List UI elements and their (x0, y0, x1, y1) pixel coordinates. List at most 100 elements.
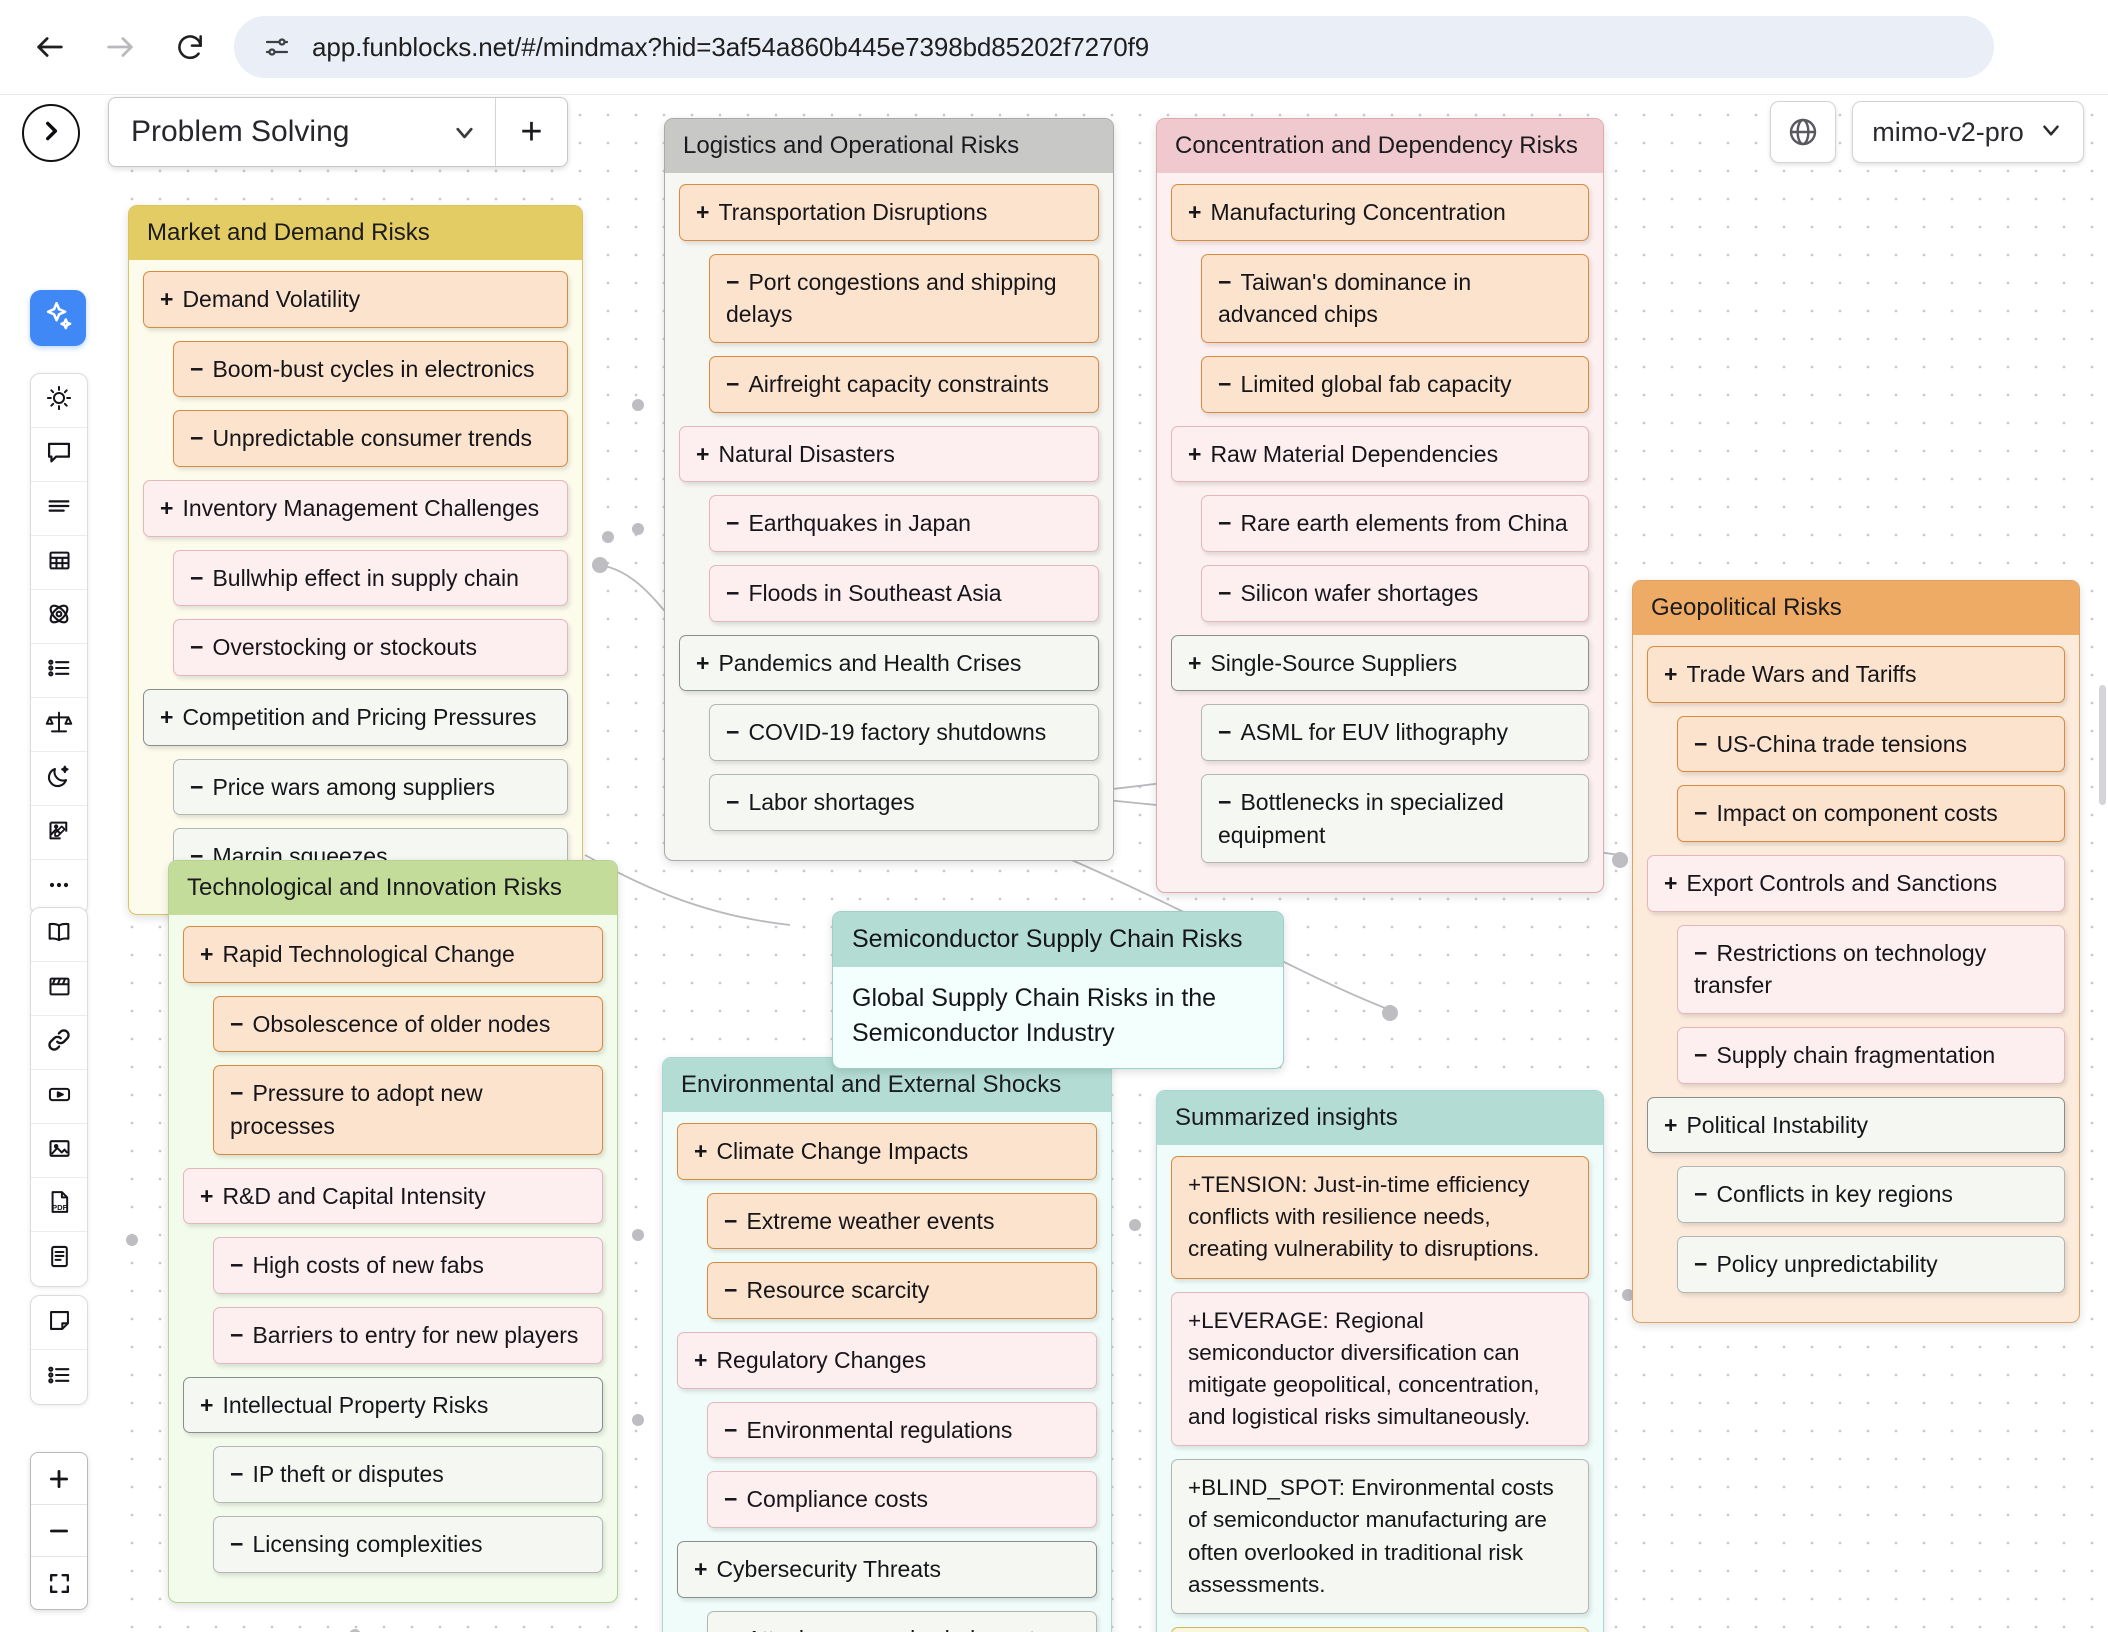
expand-icon[interactable]: + (1188, 196, 1201, 229)
mindmap-node[interactable]: −Floods in Southeast Asia (709, 565, 1099, 622)
sidebar-item-sticky-note[interactable] (31, 1296, 87, 1350)
mindmap-node[interactable]: −Rare earth elements from China (1201, 495, 1589, 552)
sidebar-item-book[interactable] (31, 908, 87, 962)
mindmap-node[interactable]: +Natural Disasters (679, 426, 1099, 483)
zoom-out-button[interactable] (31, 1505, 87, 1557)
expand-icon[interactable]: + (160, 492, 173, 525)
document-picker[interactable]: Problem Solving + (108, 97, 568, 167)
sidebar-item-more[interactable] (31, 860, 87, 914)
mindmap-node[interactable]: +Pandemics and Health Crises (679, 635, 1099, 692)
collapse-icon[interactable]: − (1218, 368, 1231, 401)
collapse-icon[interactable]: − (190, 631, 203, 664)
sidebar-item-atom[interactable] (31, 590, 87, 644)
expand-icon[interactable]: + (694, 1135, 707, 1168)
mindmap-node[interactable]: −IP theft or disputes (213, 1446, 603, 1503)
card-summarized-insights[interactable]: Summarized insights +TENSION: Just-in-ti… (1156, 1090, 1604, 1632)
mindmap-node[interactable]: −Environmental regulations (707, 1402, 1097, 1459)
collapse-icon[interactable]: − (1218, 507, 1231, 540)
expand-icon[interactable]: + (200, 938, 213, 971)
mindmap-node[interactable]: +Export Controls and Sanctions (1647, 855, 2065, 912)
center-node-semiconductor-supply-chain-risks[interactable]: Semiconductor Supply Chain Risks Global … (832, 911, 1284, 1069)
address-bar[interactable]: app.funblocks.net/#/mindmax?hid=3af54a86… (234, 16, 1994, 78)
document-title[interactable]: Problem Solving (109, 98, 433, 166)
sidebar-item-bullet-list[interactable] (31, 644, 87, 698)
mindmap-node[interactable]: −Bullwhip effect in supply chain (173, 550, 568, 607)
mindmap-node[interactable]: −Taiwan's dominance in advanced chips (1201, 254, 1589, 343)
mindmap-node[interactable]: −Earthquakes in Japan (709, 495, 1099, 552)
collapse-icon[interactable]: − (726, 507, 739, 540)
mindmap-node[interactable]: −Restrictions on technology transfer (1677, 925, 2065, 1014)
mindmap-node[interactable]: +Political Instability (1647, 1097, 2065, 1154)
sidebar-item-image-edit[interactable] (31, 806, 87, 860)
sidebar-item-video-play[interactable] (31, 1070, 87, 1124)
collapse-icon[interactable]: − (230, 1077, 243, 1110)
expand-icon[interactable]: + (696, 196, 709, 229)
forward-arrow-icon[interactable] (94, 21, 146, 73)
mindmap-node[interactable]: +Trade Wars and Tariffs (1647, 646, 2065, 703)
collapse-icon[interactable]: − (1694, 1039, 1707, 1072)
sidebar-item-dream[interactable] (31, 752, 87, 806)
mindmap-node[interactable]: −Boom-bust cycles in electronics (173, 341, 568, 398)
collapse-icon[interactable]: − (190, 771, 203, 804)
expand-icon[interactable]: + (160, 701, 173, 734)
collapse-icon[interactable]: − (1694, 1178, 1707, 1211)
sidebar-item-table[interactable] (31, 536, 87, 590)
mindmap-node[interactable]: +Intellectual Property Risks (183, 1377, 603, 1434)
expand-icon[interactable]: + (694, 1344, 707, 1377)
expand-icon[interactable]: + (160, 283, 173, 316)
zoom-in-button[interactable] (31, 1453, 87, 1505)
collapse-icon[interactable]: − (726, 266, 739, 299)
insight-item[interactable]: +LEVERAGE: Regional semiconductor divers… (1171, 1292, 1589, 1447)
mindmap-node[interactable]: −Airfreight capacity constraints (709, 356, 1099, 413)
mindmap-node[interactable]: −US-China trade tensions (1677, 716, 2065, 773)
expand-icon[interactable]: + (1188, 1308, 1201, 1333)
back-arrow-icon[interactable] (24, 21, 76, 73)
card-technological-and-innovation-risks[interactable]: Technological and Innovation Risks +Rapi… (168, 860, 618, 1603)
collapse-icon[interactable]: − (1218, 266, 1231, 299)
insight-item[interactable]: +PREDICTION: Geopolitical pressures will… (1171, 1627, 1589, 1632)
collapse-icon[interactable]: − (190, 353, 203, 386)
collapse-icon[interactable]: − (726, 786, 739, 819)
collapse-icon[interactable]: − (1694, 728, 1707, 761)
mindmap-node[interactable]: −Overstocking or stockouts (173, 619, 568, 676)
insight-item[interactable]: +TENSION: Just-in-time efficiency confli… (1171, 1156, 1589, 1279)
expand-icon[interactable]: + (694, 1553, 707, 1586)
collapse-icon[interactable]: − (724, 1414, 737, 1447)
expand-icon[interactable]: + (696, 438, 709, 471)
mindmap-node[interactable]: +Climate Change Impacts (677, 1123, 1097, 1180)
mindmap-node[interactable]: +R&D and Capital Intensity (183, 1168, 603, 1225)
sidebar-item-compare[interactable] (31, 698, 87, 752)
mindmap-node[interactable]: −Unpredictable consumer trends (173, 410, 568, 467)
canvas-scrollbar[interactable] (2099, 685, 2106, 805)
expand-icon[interactable]: + (1188, 1172, 1201, 1197)
mindmap-node[interactable]: −Conflicts in key regions (1677, 1166, 2065, 1223)
sidebar-item-link[interactable] (31, 1016, 87, 1070)
sidebar-collapse-toggle[interactable] (22, 104, 80, 162)
expand-icon[interactable]: + (200, 1389, 213, 1422)
expand-icon[interactable]: + (1664, 867, 1677, 900)
mindmap-node[interactable]: −Compliance costs (707, 1471, 1097, 1528)
card-logistics-and-operational-risks[interactable]: Logistics and Operational Risks +Transpo… (664, 118, 1114, 861)
sidebar-item-chat[interactable] (31, 428, 87, 482)
sidebar-item-image[interactable] (31, 1124, 87, 1178)
mindmap-node[interactable]: −Licensing complexities (213, 1516, 603, 1573)
collapse-icon[interactable]: − (1694, 937, 1707, 970)
mindmap-node[interactable]: +Competition and Pricing Pressures (143, 689, 568, 746)
sidebar-item-ai-assistant[interactable] (30, 290, 86, 346)
mindmap-node[interactable]: +Single-Source Suppliers (1171, 635, 1589, 692)
mindmap-node[interactable]: +Manufacturing Concentration (1171, 184, 1589, 241)
mindmap-node[interactable]: −Barriers to entry for new players (213, 1307, 603, 1364)
expand-icon[interactable]: + (1188, 438, 1201, 471)
collapse-icon[interactable]: − (724, 1483, 737, 1516)
mindmap-canvas[interactable]: Problem Solving + mimo-v2-pro (0, 95, 2108, 1632)
mindmap-node[interactable]: −COVID-19 factory shutdowns (709, 704, 1099, 761)
mindmap-node[interactable]: +Cybersecurity Threats (677, 1541, 1097, 1598)
mindmap-node[interactable]: −Silicon wafer shortages (1201, 565, 1589, 622)
card-environmental-and-external-shocks[interactable]: Environmental and External Shocks +Clima… (662, 1057, 1112, 1632)
collapse-icon[interactable]: − (190, 422, 203, 455)
sidebar-item-list-outline[interactable] (31, 1350, 87, 1404)
card-geopolitical-risks[interactable]: Geopolitical Risks +Trade Wars and Tarif… (1632, 580, 2080, 1323)
collapse-icon[interactable]: − (1694, 1248, 1707, 1281)
mindmap-node[interactable]: +Inventory Management Challenges (143, 480, 568, 537)
mindmap-node[interactable]: −Port congestions and shipping delays (709, 254, 1099, 343)
